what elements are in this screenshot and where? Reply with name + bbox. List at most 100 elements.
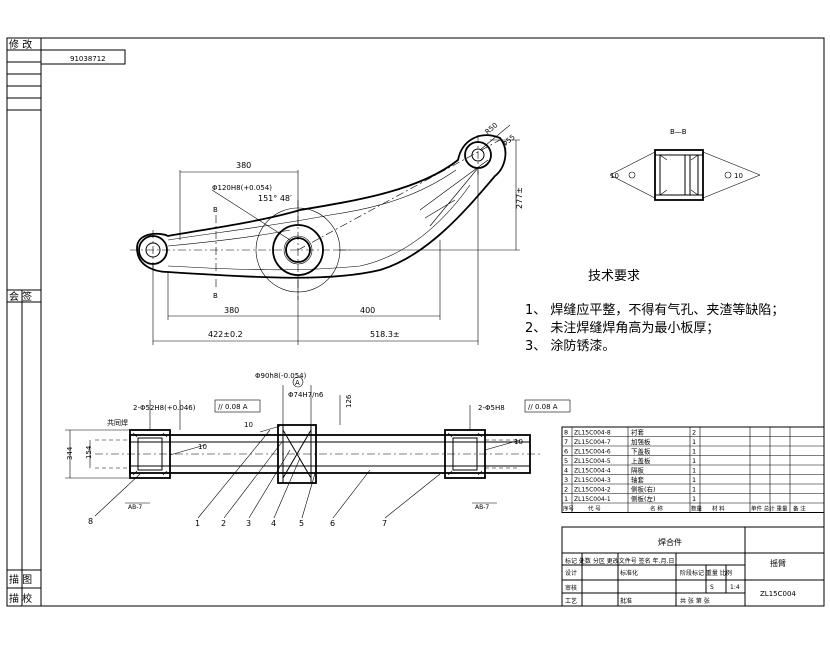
parts-row-code: ZL15C004-6 xyxy=(574,449,611,456)
parts-row-no: 8 xyxy=(564,429,568,437)
callout-5: 5 xyxy=(299,519,304,528)
tech-title: 技术要求 xyxy=(588,269,640,284)
parts-row-name: 隔板 xyxy=(631,466,645,475)
sign-label: 会 签 xyxy=(9,290,32,303)
title-block: 焊合件 摇臂 ZL15C004 标记 处数 分区 更改文件号 签名 年.月.日 … xyxy=(561,526,825,607)
draw-label: 描 图 xyxy=(9,573,32,586)
front-top-note-2: Φ74H7/n6 xyxy=(288,391,324,399)
part-callouts: 8 1 2 3 4 5 6 7 xyxy=(88,429,441,528)
front-view: 2-Φ52H8(+0.046) // 0.08 A 2-Φ5H8 // 0.08… xyxy=(65,372,571,528)
arm-outline xyxy=(136,134,507,279)
parts-header-cell: 序号 xyxy=(563,505,575,513)
parts-row-no: 1 xyxy=(564,495,568,503)
parts-row-name: 下盖板 xyxy=(631,447,651,456)
section-mark-bottom: B xyxy=(213,292,218,300)
tb-drawing-no: ZL15C004 xyxy=(760,590,796,598)
revise-label: 修 改 xyxy=(9,38,32,51)
section-mark-top: B xyxy=(213,206,218,214)
dim-277: 277± xyxy=(515,187,524,209)
parts-row-name: 侧板(左) xyxy=(631,494,656,503)
tb-stage: 阶段标记 重量 比例 xyxy=(680,569,732,577)
tb-sheet-info: 共 张 第 张 xyxy=(680,597,710,605)
parts-row-no: 4 xyxy=(564,467,568,475)
parts-row-qty: 1 xyxy=(692,438,696,446)
parts-header-cell: 名 称 xyxy=(650,505,663,513)
parts-row-qty: 2 xyxy=(692,429,696,437)
callout-7: 7 xyxy=(382,519,387,528)
dim-r: R50 xyxy=(484,121,500,136)
dim-422: 422±0.2 xyxy=(208,330,243,339)
trace-label: 描 校 xyxy=(9,592,32,605)
parts-row-qty: 1 xyxy=(692,467,696,475)
parts-row-qty: 1 xyxy=(692,486,696,494)
callout-8: 8 xyxy=(88,517,93,526)
left-margin-strip: 修 改 会 签 描 图 描 校 xyxy=(7,38,41,606)
parts-row-qty: 1 xyxy=(692,457,696,465)
parts-row-qty: 1 xyxy=(692,495,696,503)
parts-row-code: ZL15C004-4 xyxy=(574,468,611,475)
front-weld-right: 10 xyxy=(514,438,523,446)
parts-row-qty: 1 xyxy=(692,448,696,456)
parts-header-cell: 单件 总计 重量 xyxy=(751,505,788,513)
parts-row-no: 6 xyxy=(564,448,568,456)
section-view: B—B 10 10 xyxy=(609,128,761,201)
parts-row-name: 衬套 xyxy=(631,428,645,437)
parts-row-code: ZL15C004-2 xyxy=(574,487,611,494)
parts-row-name: 加强板 xyxy=(631,437,651,446)
tb-marks-row: 标记 处数 分区 更改文件号 签名 年.月.日 xyxy=(565,557,674,565)
callout-6: 6 xyxy=(330,519,335,528)
parts-row-no: 2 xyxy=(564,486,568,494)
callout-3: 3 xyxy=(246,519,251,528)
front-weld-left: 10 xyxy=(198,443,207,451)
section-weld-left: 10 xyxy=(610,172,619,180)
parts-row-no: 5 xyxy=(564,457,568,465)
section-label: B—B xyxy=(670,128,687,136)
tb-stage-s: S xyxy=(710,584,714,591)
dim-380-top: 380 xyxy=(236,161,251,170)
callout-2: 2 xyxy=(221,519,226,528)
dim-518: 518.3± xyxy=(370,330,400,339)
front-left-dim: 2-Φ52H8(+0.046) xyxy=(133,404,196,412)
parts-header-cell: 数量 xyxy=(691,505,703,513)
parts-row-no: 3 xyxy=(564,476,568,484)
parts-row-name: 轴套 xyxy=(631,475,645,484)
front-datum: A xyxy=(295,379,300,387)
tb-standard: 标准化 xyxy=(620,569,638,577)
parts-header-cell: 材 料 xyxy=(712,505,725,513)
callout-4: 4 xyxy=(271,519,276,528)
tb-review: 审核 xyxy=(565,584,577,592)
top-view: B B 380 Φ120H8(+0.054) 151° 48′ 277± R50… xyxy=(130,121,524,345)
dim-hole: Φ120H8(+0.054) xyxy=(212,184,272,192)
dim-angle: 151° 48′ xyxy=(258,194,292,203)
front-dim-154: 154 xyxy=(85,445,93,459)
tech-item-1: 1、 焊缝应平整，不得有气孔、夹渣等缺陷； xyxy=(525,302,784,318)
parts-row-name: 上盖板 xyxy=(631,456,651,465)
parts-table-frame xyxy=(561,426,825,513)
technical-requirements: 技术要求 1、 焊缝应平整，不得有气孔、夹渣等缺陷； 2、 未注焊缝焊角高为最小… xyxy=(525,269,784,354)
parts-row-name: 侧板(右) xyxy=(631,485,656,494)
parts-row-code: ZL15C004-3 xyxy=(574,477,611,484)
tb-part-name: 焊合件 xyxy=(658,537,682,547)
parts-row-code: ZL15C004-5 xyxy=(574,458,611,465)
front-symmetry-note: 共同焊 xyxy=(107,418,128,427)
parts-row-no: 7 xyxy=(564,438,568,446)
section-weld-right: 10 xyxy=(734,172,743,180)
callout-1: 1 xyxy=(195,519,200,528)
parts-row-code: ZL15C004-7 xyxy=(574,439,611,446)
tb-scale: 1:4 xyxy=(730,584,740,591)
tb-process: 工艺 xyxy=(565,597,577,605)
drawing-code-box xyxy=(40,49,126,65)
parts-header-cell: 代 号 xyxy=(588,505,601,513)
front-weld-code-left: AB-7 xyxy=(128,504,142,511)
tb-approve: 批准 xyxy=(620,597,632,605)
dim-380-bottom: 380 xyxy=(224,306,239,315)
tb-design: 设计 xyxy=(565,569,577,577)
dim-400: 400 xyxy=(360,306,375,315)
tb-company: 摇臂 xyxy=(770,558,786,568)
parts-header-cell: 备 注 xyxy=(793,505,806,513)
front-dim-126: 126 xyxy=(345,394,353,408)
tech-item-3: 3、 涂防锈漆。 xyxy=(525,338,615,354)
inner-frame xyxy=(40,37,825,607)
